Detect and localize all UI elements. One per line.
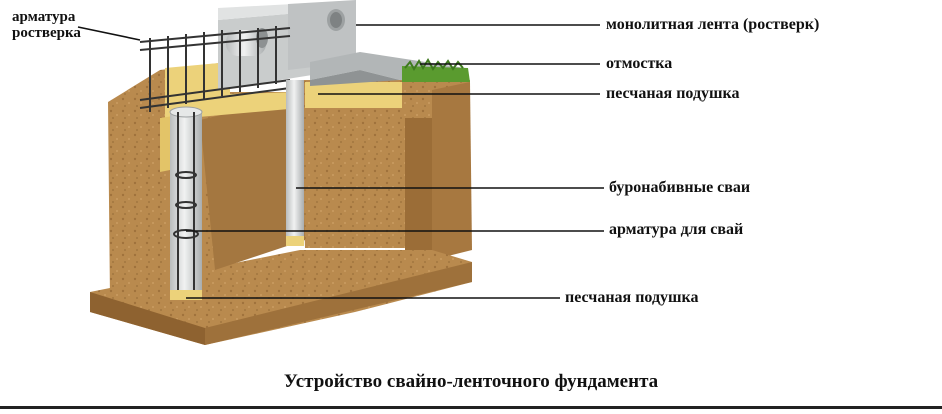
diagram-caption: Устройство свайно-ленточного фундамента bbox=[283, 371, 659, 392]
pile-rebar bbox=[173, 112, 199, 290]
label-rostverk-rebar: арматура ростверка bbox=[12, 9, 81, 41]
label-pile-rebar: арматура для свай bbox=[609, 221, 744, 238]
label-rostverk-rebar-line1: арматура bbox=[12, 9, 76, 25]
grass-patch bbox=[402, 58, 470, 82]
label-bored-piles: буронабивные сваи bbox=[609, 179, 751, 196]
label-monolith-strip: монолитная лента (ростверк) bbox=[606, 16, 820, 33]
bottom-divider bbox=[0, 406, 942, 409]
leader-lines bbox=[77, 24, 604, 299]
sand-cushion-top bbox=[160, 62, 402, 172]
label-rostverk-rebar-line2: ростверка bbox=[12, 25, 81, 41]
label-otmostka: отмостка bbox=[606, 55, 673, 72]
pile-left bbox=[169, 106, 203, 300]
label-sand-cushion-bottom: песчаная подушка bbox=[565, 289, 699, 306]
soil-block bbox=[90, 62, 472, 345]
pile-right bbox=[286, 80, 304, 246]
label-sand-cushion-top: песчаная подушка bbox=[606, 85, 740, 102]
rostverk-rebar-cage bbox=[139, 26, 291, 112]
